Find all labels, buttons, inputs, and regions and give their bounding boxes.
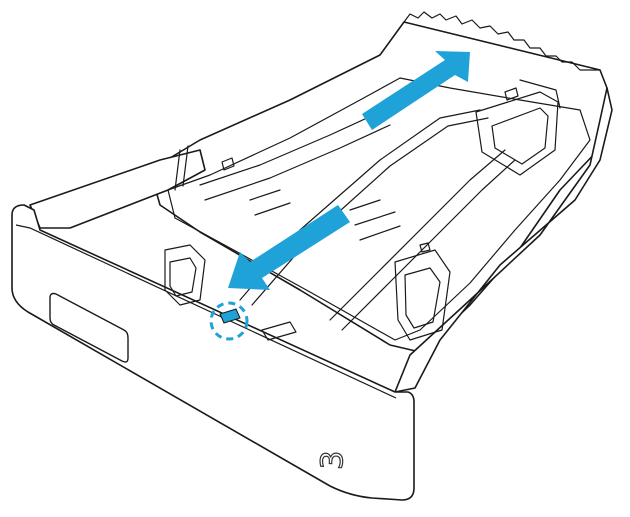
tray-label-recess <box>49 292 129 363</box>
tray-body <box>11 21 613 501</box>
tray-left-wall <box>29 149 206 229</box>
arrow-head-lower <box>228 205 350 290</box>
tray-right-wall <box>394 87 613 393</box>
dashed-circle-callout-icon <box>209 301 249 341</box>
tray-front-lip <box>15 224 397 399</box>
tray-rear-wall <box>149 21 608 353</box>
tray-number-label: 3 <box>315 450 351 470</box>
guide-release-latch-icon <box>209 301 249 341</box>
tray-front-face <box>11 204 415 501</box>
arrow-head-upper <box>362 51 470 130</box>
tray-interior-lines <box>164 11 601 341</box>
adjust-direction-arrow-icon <box>228 51 470 290</box>
